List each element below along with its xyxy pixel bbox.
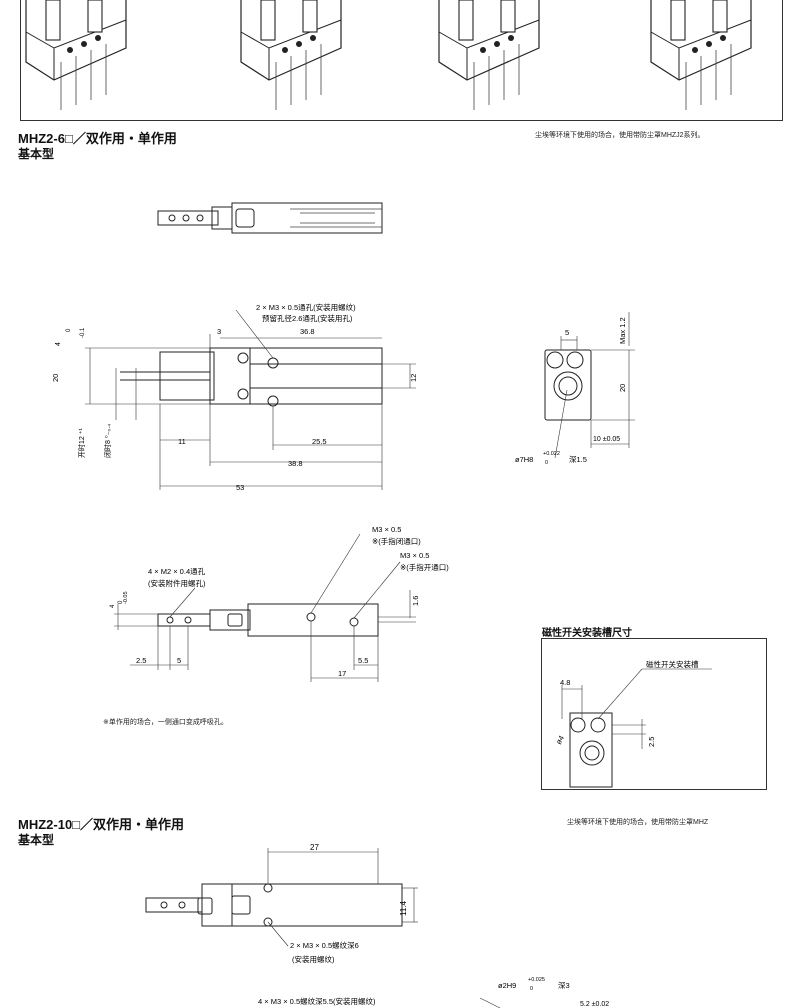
port-open-thread: M3 × 0.5 [400, 551, 429, 560]
dim-20: 20 [51, 374, 60, 382]
single-acting-note: ※单作用的场合，一侧通口变成呼吸孔。 [103, 719, 228, 726]
dim-4-side: 4 [110, 604, 116, 608]
dim-4-tol-upper: 0 [66, 328, 72, 332]
dust-cover-note-2: 尘埃等环境下使用的场合，使用带防尘罩MHZ [567, 819, 709, 826]
pin-bore-tol: +0.025 [528, 977, 545, 983]
section-subtitle-2: 基本型 [18, 833, 55, 847]
pin-bore: ø2H9 [498, 981, 516, 990]
model-name: MHZ2-10□ [18, 817, 81, 832]
dim-2-5-groove: 2.5 [647, 737, 656, 747]
end-view-drawing: 5 Max 1.2 20 10 ±0.05 ø7H8 +0.022 0 深1.5 [515, 312, 635, 466]
action-type: ／双作用・单作用 [72, 131, 177, 146]
dim-4: 4 [55, 342, 62, 346]
mount-thread-label: (安装用螺纹) [292, 954, 335, 964]
dim-5-5: 5.5 [358, 656, 368, 665]
section-title-mhz2-6: MHZ2-6□／双作用・单作用 [18, 128, 177, 147]
dim-2-5: 2.5 [136, 656, 146, 665]
bore-tol-0: 0 [545, 460, 548, 466]
dim-3: 3 [217, 327, 221, 336]
dim-phi4: ø4 [554, 734, 566, 746]
front-view-drawing: 2 × M3 × 0.5通孔(安装用螺纹) 预留孔径2.6通孔(安装用孔) 3 … [51, 302, 418, 492]
switch-groove-label: 磁性开关安装槽 [646, 659, 699, 669]
pin-bore-depth: 深3 [558, 981, 570, 990]
dim-11-4: 11.4 [399, 900, 408, 916]
dim-4-tol-upper: 0 [118, 600, 124, 604]
section-subtitle: 基本型 [18, 147, 55, 161]
switch-groove-box: 磁性开关安装槽 4.8 ø4 2.5 [541, 638, 767, 790]
dim-11: 11 [178, 437, 186, 446]
model-name: MHZ2-6□ [18, 131, 73, 146]
switch-groove-title: 磁性开关安装槽尺寸 [542, 628, 632, 639]
action-type: ／双作用・单作用 [80, 817, 185, 832]
dim-25-5: 25.5 [312, 437, 327, 446]
callout-mount-hole: 预留孔径2.6通孔(安装用孔) [262, 313, 353, 323]
dim-38-8: 38.8 [288, 459, 303, 468]
mhz2-10-drawing: 27 11.4 2 × M3 × 0.5螺纹深6 (安装用螺纹) 4 × M3 … [145, 843, 609, 1008]
gripper-illustrations [25, 0, 752, 111]
bore-tol: +0.022 [543, 451, 560, 457]
dim-36-8: 36.8 [300, 327, 315, 336]
attach-hole-label: (安装附件用螺孔) [148, 578, 206, 588]
dim-max-1-2: Max 1.2 [618, 317, 627, 344]
open-dim: 开时12 ⁺¹ [77, 428, 86, 458]
dim-10: 10 ±0.05 [593, 436, 620, 443]
callout-mount-thread: 2 × M3 × 0.5通孔(安装用螺纹) [256, 302, 356, 312]
dim-5-2: 5.2 ±0.02 [580, 1001, 609, 1008]
close-dim: 闭时8 ⁰₋₀.₄ [103, 424, 112, 458]
dim-12: 12 [409, 374, 418, 382]
mount-thread-4x: 4 × M3 × 0.5螺纹深5.5(安装用螺纹) [258, 996, 376, 1006]
dim-4-tol-lower: -0.05 [123, 591, 129, 604]
dim-20-end: 20 [618, 384, 627, 392]
dim-17: 17 [338, 669, 346, 678]
dim-5: 5 [565, 328, 569, 337]
dim-53: 53 [236, 483, 244, 492]
dim-4-8: 4.8 [560, 678, 570, 687]
pin-bore-tol-0: 0 [530, 986, 533, 992]
product-illustration-box [20, 0, 783, 121]
dim-1-6: 1.6 [411, 596, 420, 606]
bore-depth: 深1.5 [569, 455, 587, 464]
attach-hole-thread: 4 × M2 × 0.4通孔 [148, 566, 206, 576]
side-view-drawing: M3 × 0.5 ※(手指闭通口) M3 × 0.5 ※(手指开通口) 4 × … [110, 525, 449, 682]
dust-cover-note: 尘埃等环境下使用的场合，使用带防尘罩MHZJ2系列。 [535, 132, 705, 139]
section-title-mhz2-10: MHZ2-10□／双作用・单作用 [18, 814, 184, 833]
port-close-label: ※(手指闭通口) [372, 536, 421, 546]
port-close-thread: M3 × 0.5 [372, 525, 401, 534]
top-view-drawing [157, 202, 383, 234]
switch-groove-drawing: 磁性开关安装槽 4.8 ø4 2.5 [554, 659, 712, 788]
bore-dia: ø7H8 [515, 455, 533, 464]
port-open-label: ※(手指开通口) [400, 562, 449, 572]
mount-thread-callout: 2 × M3 × 0.5螺纹深6 [290, 940, 359, 950]
dim-4-tol-lower: -0.1 [80, 327, 86, 338]
dim-27: 27 [310, 843, 319, 852]
dim-5-side: 5 [177, 656, 181, 665]
